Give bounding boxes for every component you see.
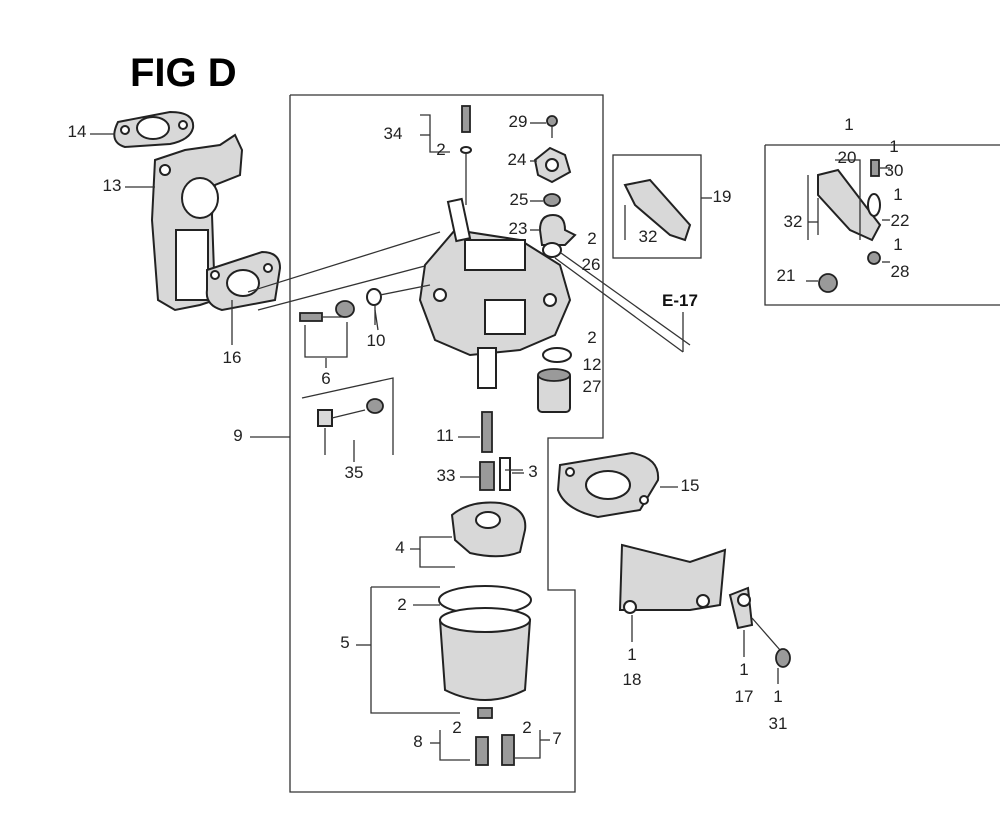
callout-c22: 22: [891, 211, 910, 230]
callout-c1b: 1: [739, 660, 748, 679]
callout-c2f: 2: [522, 718, 531, 737]
callout-c4: 4: [395, 538, 404, 557]
callout-c35: 35: [345, 463, 364, 482]
callout-c14: 14: [68, 122, 87, 141]
knob-part-21: [806, 273, 838, 293]
callout-c2c: 2: [587, 328, 596, 347]
callout-c8: 8: [413, 732, 422, 751]
screw-part-30: [870, 159, 880, 177]
callout-c31: 31: [769, 714, 788, 733]
callout-c20: 20: [838, 148, 857, 167]
callout-c32a: 32: [639, 227, 658, 246]
callout-c10: 10: [367, 331, 386, 350]
callout-c2d: 2: [397, 595, 406, 614]
callout-c1d: 1: [844, 115, 853, 134]
callout-c17: 17: [735, 687, 754, 706]
lever-part-17: [728, 586, 754, 630]
screw-part-10: [335, 284, 431, 325]
oring-part-26: [542, 242, 691, 353]
lever-part-19: [623, 178, 692, 242]
callout-c1g: 1: [893, 235, 902, 254]
screw-part-35: [317, 398, 384, 455]
drain-screw-part-8: [475, 736, 489, 766]
callout-c7: 7: [552, 729, 561, 748]
callout-c13: 13: [103, 176, 122, 195]
float-bowl-part-5: [438, 585, 532, 719]
callout-c32b: 32: [784, 212, 803, 231]
pilot-screw-part-6: [299, 312, 348, 358]
callout-c30: 30: [885, 161, 904, 180]
gasket-part-15: [556, 451, 660, 519]
callout-c1f: 1: [893, 185, 902, 204]
screw-part-7: [501, 734, 515, 766]
callout-c24: 24: [508, 150, 527, 169]
callout-c15: 15: [681, 476, 700, 495]
callout-c6: 6: [321, 369, 330, 388]
float-pin-part-3: [499, 457, 523, 491]
jet-part-11: [481, 411, 493, 453]
valve-part-23: [538, 213, 577, 246]
callout-c3: 3: [528, 462, 537, 481]
screw-part-31: [751, 617, 791, 668]
callout-c1e: 1: [889, 137, 898, 156]
callout-c27: 27: [583, 377, 602, 396]
callout-c26: 26: [582, 255, 601, 274]
callout-c9: 9: [233, 426, 242, 445]
assembly-frame-lines: [289, 94, 1000, 793]
gasket-part-14: [113, 110, 195, 149]
callout-c28: 28: [891, 262, 910, 281]
spring-part-25: [543, 193, 561, 207]
callout-c16: 16: [223, 348, 242, 367]
callout-c1c: 1: [773, 687, 782, 706]
callout-c5: 5: [340, 633, 349, 652]
bracket-part-18: [618, 543, 727, 614]
oring-part-12: [542, 347, 572, 363]
leader-lines: [90, 114, 890, 761]
spring-part-22: [867, 193, 881, 217]
callout-c25: 25: [510, 190, 529, 209]
cap-part-24: [533, 146, 572, 184]
needle-part-33: [479, 461, 495, 491]
figure-title: FIG D: [130, 51, 237, 95]
callout-c11: 11: [436, 426, 454, 445]
callout-c2b: 2: [587, 229, 596, 248]
callout-c12: 12: [583, 355, 602, 374]
callout-c1a: 1: [627, 645, 636, 664]
screw-part-29: [546, 115, 558, 138]
callout-c23: 23: [509, 219, 528, 238]
callout-c21: 21: [777, 266, 796, 285]
callout-c33: 33: [437, 466, 456, 485]
float-part-4: [450, 501, 527, 558]
washer-part-28: [867, 251, 881, 265]
carburetor-body: [418, 197, 572, 389]
cup-part-27: [537, 368, 571, 413]
screw-part-34: [460, 105, 472, 205]
callout-c29: 29: [509, 112, 528, 131]
insulator-bracket-part-13: [150, 133, 244, 312]
callout-c18: 18: [623, 670, 642, 689]
reference-label-e17: E-17: [662, 291, 698, 310]
callout-c19: 19: [713, 187, 732, 206]
callout-c34: 34: [384, 124, 403, 143]
callout-c2e: 2: [452, 718, 461, 737]
gasket-part-16: [205, 231, 441, 312]
choke-lever-part-20: [817, 168, 882, 242]
callout-c2a: 2: [436, 140, 445, 159]
